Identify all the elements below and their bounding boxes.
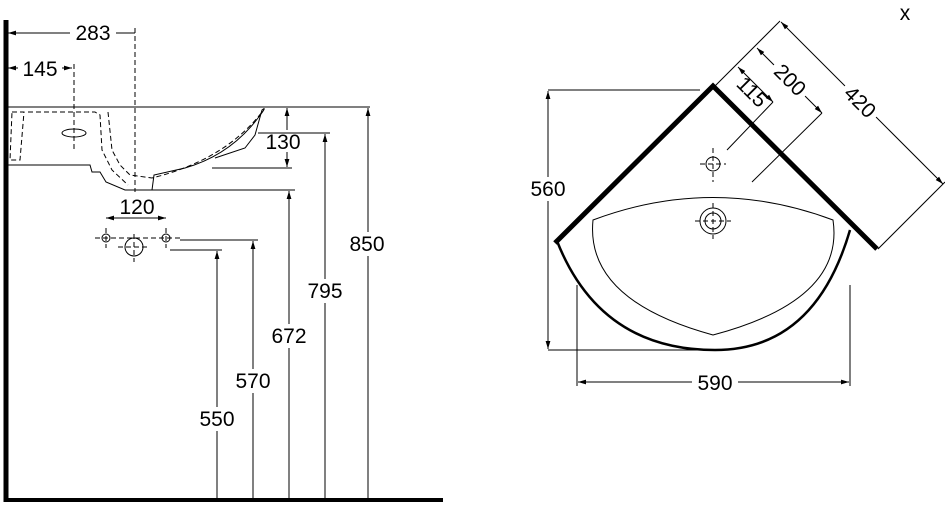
dim-145: 145 bbox=[22, 58, 57, 81]
dim-672: 672 bbox=[271, 325, 306, 348]
corner-edges bbox=[553, 82, 879, 251]
dim-850: 850 bbox=[349, 233, 384, 256]
dim-795: 795 bbox=[307, 280, 342, 303]
dim-115: 115 bbox=[732, 72, 772, 112]
dim-560: 560 bbox=[530, 178, 565, 201]
dim-283: 283 bbox=[75, 22, 110, 45]
supply-holes bbox=[95, 228, 180, 262]
dim-570: 570 bbox=[235, 370, 270, 393]
dim-130: 130 bbox=[265, 131, 300, 154]
close-mark: x bbox=[900, 2, 911, 25]
bowl-inner bbox=[592, 197, 835, 336]
top-view: 560 590 420 200 115 x bbox=[526, 2, 945, 395]
side-view: 283 145 130 120 850 bbox=[3, 20, 443, 502]
dim-120: 120 bbox=[119, 196, 154, 219]
dim-590: 590 bbox=[697, 372, 732, 395]
basin-profile bbox=[6, 106, 370, 191]
dim-550: 550 bbox=[199, 408, 234, 431]
